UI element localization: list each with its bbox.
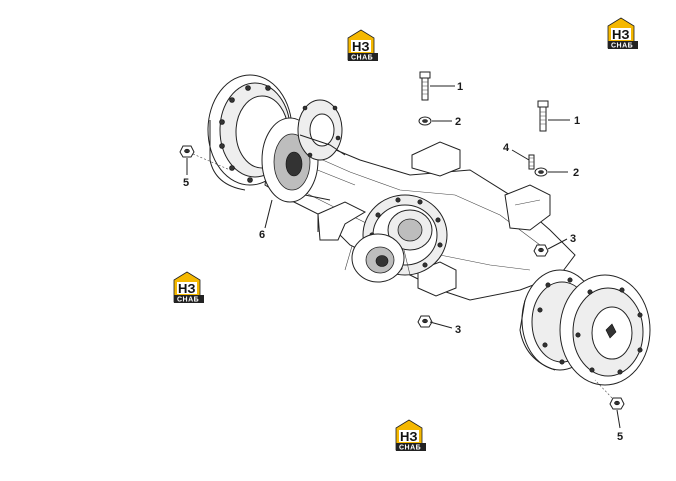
nut: [179, 145, 231, 171]
watermark-logo: НЗ СНАБ: [173, 271, 204, 304]
svg-text:СНАБ: СНАБ: [177, 297, 199, 304]
bolt: [419, 71, 431, 101]
callout-label: 2: [573, 167, 579, 179]
svg-text:НЗ: НЗ: [612, 27, 630, 42]
stud: [528, 154, 535, 170]
svg-text:СНАБ: СНАБ: [351, 55, 373, 62]
watermark-logo: НЗ СНАБ: [395, 419, 426, 452]
left-wheel-hub: [207, 74, 346, 203]
svg-text:НЗ: НЗ: [178, 281, 196, 296]
nut: [594, 379, 625, 410]
washer: [534, 167, 548, 177]
svg-text:НЗ: НЗ: [400, 429, 418, 444]
washer: [418, 116, 432, 126]
callout-label: 1: [457, 81, 463, 93]
callout-label: 1: [574, 115, 580, 127]
callout-label: 3: [455, 324, 461, 336]
watermark-logo: НЗ СНАБ: [607, 17, 638, 50]
leader-lines: [186, 85, 621, 429]
bolt: [537, 100, 549, 132]
callout-label: 5: [183, 177, 189, 189]
callout-label: 4: [503, 142, 510, 154]
svg-text:СНАБ: СНАБ: [399, 445, 421, 452]
svg-text:СНАБ: СНАБ: [611, 43, 633, 50]
watermark-logo: НЗ СНАБ: [347, 29, 378, 62]
callout-label: 2: [455, 116, 461, 128]
flange-bolts: [369, 197, 443, 271]
nut: [533, 244, 549, 257]
nut: [417, 315, 433, 328]
right-wheel-hub: [519, 269, 651, 386]
svg-text:НЗ: НЗ: [352, 39, 370, 54]
callout-label: 6: [259, 229, 265, 241]
callout-label: 3: [570, 233, 576, 245]
callout-label: 5: [617, 431, 623, 443]
